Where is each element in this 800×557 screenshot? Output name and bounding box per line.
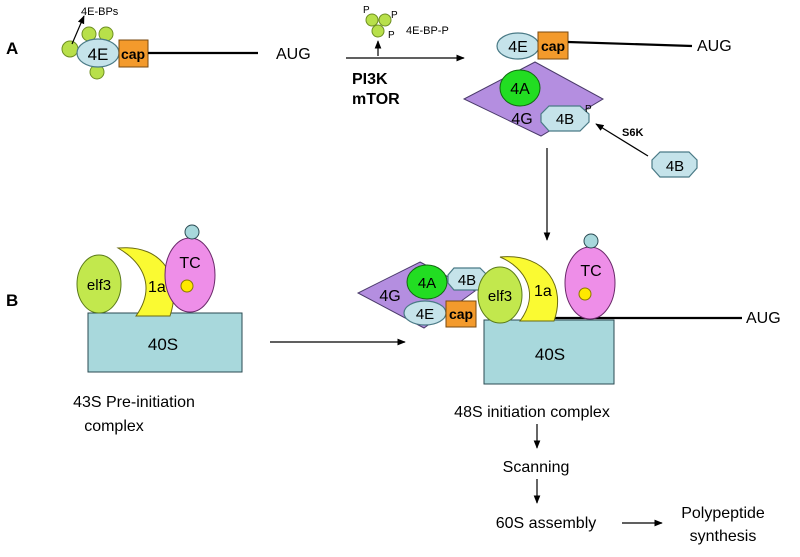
tc-yellow-dot-48s [578, 287, 592, 301]
phosphate-label-4b: P [585, 104, 592, 115]
complex-43s: 40S 1a elf3 TC [76, 224, 243, 373]
cap-label-free: cap [541, 38, 565, 54]
eif4b-label-48s: 4B [458, 272, 476, 289]
eif4e-label-free: 4E [508, 39, 528, 56]
eif4e-label: 4E [88, 45, 109, 64]
mrna-line-free [567, 40, 693, 48]
panel-label-a: A [6, 39, 18, 58]
assembly-60s-label: 60S assembly [496, 515, 597, 532]
phosphorylated-bp-group: P P P 4E-BP-P [363, 5, 449, 56]
s6k-arrow [595, 123, 649, 157]
phospho-bp-circle-1 [365, 13, 379, 27]
complex-43s-label-line2: complex [84, 418, 144, 435]
cap-box-48s [445, 300, 477, 328]
eif4b-octagon-free [651, 151, 698, 178]
eif4e-bp-complex: 4E-BPs 4E cap AUG [61, 6, 311, 80]
aug-label-free: AUG [697, 38, 732, 55]
eif4f-complex: 4E cap AUG 4A 4G 4B P [462, 31, 732, 137]
aug-label-48s: AUG [746, 310, 781, 327]
bp-label: 4E-BPs [81, 6, 119, 18]
elf1a-label: 1a [148, 279, 166, 296]
scanning-label: Scanning [503, 459, 570, 476]
elf3-label-48s: elf3 [488, 288, 512, 305]
mtor-label: mTOR [352, 91, 400, 108]
phospho-bp-circle-3 [371, 24, 385, 38]
eif4b-label-free: 4B [666, 158, 684, 175]
elf3-oval-48s [477, 266, 523, 324]
tc-yellow-dot [180, 279, 194, 293]
ribosome-40s-label-48s: 40S [535, 345, 565, 364]
cap-label: cap [121, 46, 145, 62]
phospho-bp-label: 4E-BP-P [406, 25, 449, 37]
eif4g-label: 4G [511, 111, 532, 128]
elf1a-crescent [116, 247, 175, 317]
elf3-oval [76, 254, 122, 314]
aug-label: AUG [276, 46, 311, 63]
phospho-bp-circle-2 [378, 13, 392, 27]
s6k-label: S6K [622, 127, 643, 139]
phosphate-label-1: P [363, 5, 370, 16]
panel-label-b: B [6, 291, 18, 310]
pi3k-label: PI3K [352, 71, 388, 88]
bp-release-arrow [71, 15, 85, 45]
phosphate-label-2: P [391, 10, 398, 21]
phosphate-label-3: P [388, 30, 395, 41]
eif4a-circle [499, 69, 541, 107]
synthesis-label: synthesis [690, 528, 757, 545]
tc-label: TC [179, 255, 200, 272]
eif4b-octagon [540, 105, 590, 132]
bp-circle-1 [61, 40, 79, 58]
eif4g-label-48s: 4G [379, 288, 400, 305]
eif4a-label-48s: 4A [418, 275, 436, 292]
tc-label-48s: TC [580, 263, 601, 280]
tc-oval [164, 237, 216, 313]
elf1a-crescent-48s [499, 256, 558, 322]
eif4a-circle-48s [406, 264, 448, 300]
complex-48s-label: 48S initiation complex [454, 404, 610, 421]
tc-oval-48s [564, 246, 616, 320]
tc-top-circle-48s [583, 233, 599, 249]
cap-box-free [537, 31, 569, 60]
cap-box [118, 39, 149, 68]
tc-top-circle [184, 224, 200, 240]
eif4b-label: 4B [556, 111, 574, 128]
eif4e-label-48s: 4E [416, 306, 434, 323]
complex-43s-label-line1: 43S Pre-initiation [73, 394, 195, 411]
polypeptide-label: Polypeptide [681, 505, 765, 522]
complex-48s: 40S AUG 4G 4E cap 4A 4B 1a elf3 TC [356, 233, 781, 385]
cap-label-48s: cap [449, 306, 473, 322]
elf3-label: elf3 [87, 277, 111, 294]
eif4a-label: 4A [510, 81, 530, 98]
ribosome-40s-label: 40S [148, 335, 178, 354]
elf1a-label-48s: 1a [534, 283, 552, 300]
